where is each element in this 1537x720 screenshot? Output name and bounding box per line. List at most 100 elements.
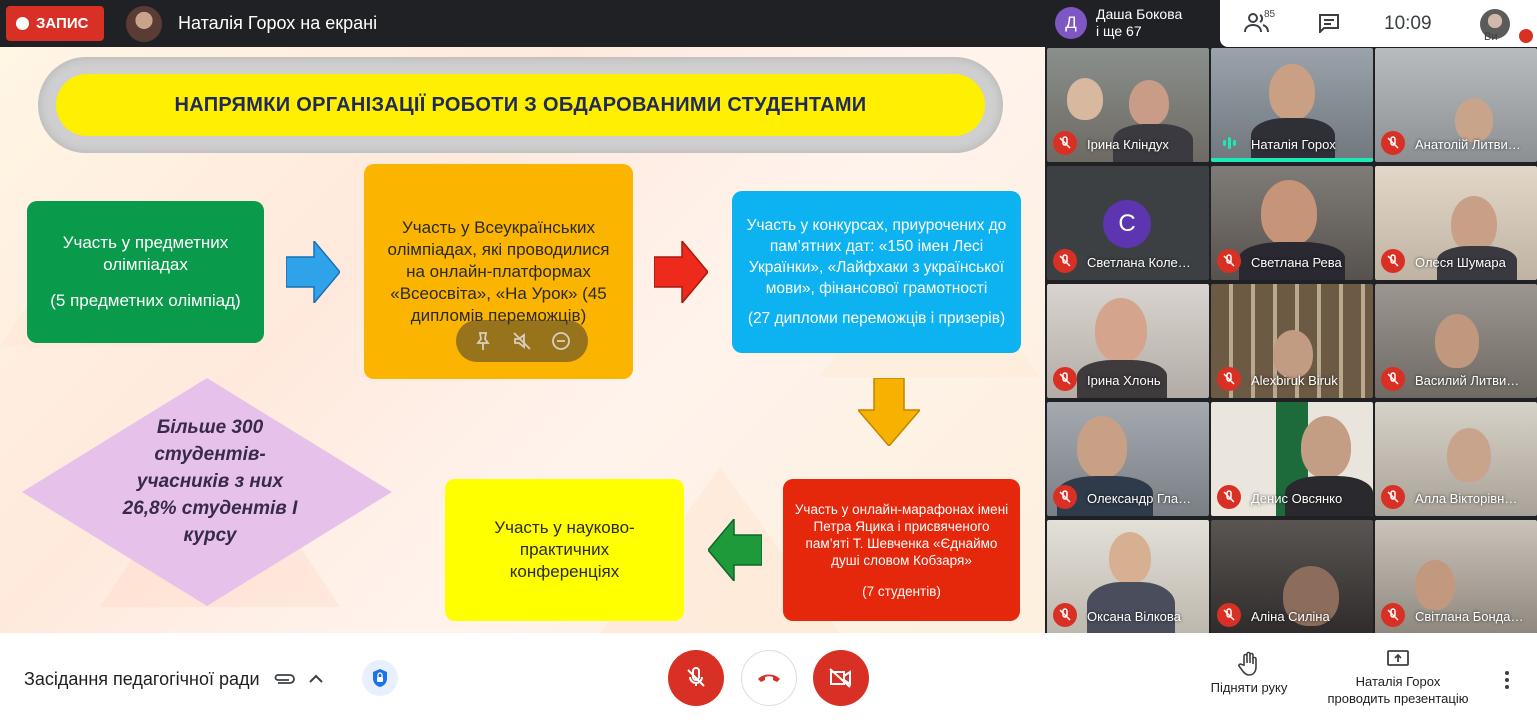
mic-off-icon bbox=[1053, 485, 1077, 509]
participant-name: Василий Литви… bbox=[1415, 373, 1520, 388]
participant-tile[interactable]: Денис Овсянко bbox=[1211, 402, 1373, 516]
chat-icon[interactable] bbox=[1318, 13, 1340, 33]
leave-call-button[interactable] bbox=[741, 650, 797, 706]
participant-tile[interactable]: Світлана Бонда… bbox=[1375, 520, 1537, 634]
mic-toggle-button[interactable] bbox=[668, 650, 724, 706]
clock: 10:09 bbox=[1384, 13, 1432, 34]
recording-label: ЗАПИС bbox=[36, 15, 89, 32]
mic-off-icon bbox=[1381, 485, 1405, 509]
mic-off-icon bbox=[1217, 367, 1241, 391]
mute-icon[interactable] bbox=[511, 330, 533, 352]
participant-name: Светлана Коле… bbox=[1087, 255, 1191, 270]
participant-tile[interactable]: Светлана Рева bbox=[1211, 166, 1373, 280]
hang-up-icon bbox=[758, 674, 780, 682]
arrow-left-green-icon bbox=[708, 519, 762, 581]
participant-name: Ірина Хлонь bbox=[1087, 373, 1161, 388]
raise-hand-button[interactable]: Підняти руку bbox=[1202, 651, 1296, 695]
participant-name: Алла Вікторівн… bbox=[1415, 491, 1518, 506]
marathon-count: (7 студентів) bbox=[862, 583, 941, 599]
title-banner: НАПРЯМКИ ОРГАНІЗАЦІЇ РОБОТИ З ОБДАРОВАНИ… bbox=[38, 57, 1003, 153]
participant-tile[interactable]: Аліна Силіна bbox=[1211, 520, 1373, 634]
mic-off-icon bbox=[1053, 367, 1077, 391]
mic-off-icon bbox=[1217, 249, 1241, 273]
participant-tile[interactable]: Олександр Гла… bbox=[1047, 402, 1209, 516]
participant-tile[interactable]: Олеся Шумара bbox=[1375, 166, 1537, 280]
participant-name: Наталія Горох bbox=[1251, 137, 1336, 152]
arrow-right-blue-icon bbox=[286, 241, 340, 303]
participant-name: Олександр Гла… bbox=[1087, 491, 1192, 506]
participant-name: Денис Овсянко bbox=[1251, 491, 1343, 506]
chevron-up-icon[interactable] bbox=[306, 669, 326, 689]
participant-grid: Ірина Кліндух Наталія Горох Анатолій Лит… bbox=[1045, 47, 1537, 634]
self-avatar[interactable] bbox=[1480, 9, 1510, 39]
participant-name: Світлана Бонда… bbox=[1415, 609, 1524, 624]
participant-summary-text: Даша Бокова і ще 67 bbox=[1096, 6, 1182, 40]
marathon-text: Участь у онлайн-марафонах імені Петра Яц… bbox=[794, 501, 1009, 568]
participant-name: Олеся Шумара bbox=[1415, 255, 1506, 270]
meeting-name[interactable]: Засідання педагогічної ради bbox=[24, 669, 260, 689]
conference-text: Участь у науково-практичних конференціях bbox=[494, 518, 635, 581]
contest-count: (27 дипломи переможців і призерів) bbox=[747, 310, 1006, 327]
participant-name: Анатолій Литви… bbox=[1415, 137, 1521, 152]
presentation-slide: НАПРЯМКИ ОРГАНІЗАЦІЇ РОБОТИ З ОБДАРОВАНИ… bbox=[0, 47, 1045, 633]
conference-box: Участь у науково-практичних конференціях bbox=[445, 479, 684, 621]
participant-tile[interactable]: Оксана Вілкова bbox=[1047, 520, 1209, 634]
slide-title: НАПРЯМКИ ОРГАНІЗАЦІЇ РОБОТИ З ОБДАРОВАНИ… bbox=[56, 74, 985, 136]
mic-off-icon bbox=[1053, 131, 1077, 155]
mic-off-icon bbox=[1519, 29, 1533, 43]
host-controls-button[interactable] bbox=[362, 660, 398, 696]
present-screen-icon bbox=[1387, 650, 1409, 666]
presenting-label: проводить презентацію bbox=[1327, 691, 1469, 706]
arrow-right-red-icon bbox=[654, 241, 708, 303]
participant-tile[interactable]: Ірина Хлонь bbox=[1047, 284, 1209, 398]
participant-name: Оксана Вілкова bbox=[1087, 609, 1181, 624]
participant-avatar: Д bbox=[1055, 7, 1087, 39]
presentation-status-button[interactable]: Наталія Горох проводить презентацію bbox=[1316, 649, 1480, 707]
olympiad-box: Участь у предметних олімпіадах (5 предме… bbox=[27, 201, 264, 343]
attachment-icon[interactable] bbox=[272, 670, 296, 688]
mic-off-icon bbox=[1381, 131, 1405, 155]
mic-off-icon bbox=[1217, 485, 1241, 509]
recording-badge[interactable]: ЗАПИС bbox=[6, 6, 104, 41]
active-speaker-bar bbox=[1211, 158, 1373, 162]
pin-icon[interactable] bbox=[472, 330, 494, 352]
mic-off-icon bbox=[1053, 603, 1077, 627]
contest-box: Участь у конкурсах, приурочених до пам’я… bbox=[732, 191, 1021, 353]
mic-off-icon bbox=[1053, 249, 1077, 273]
national-olympiad-text: Участь у Всеукраїнських олімпіадах, які … bbox=[387, 217, 610, 325]
camera-toggle-button[interactable] bbox=[813, 650, 869, 706]
self-label: Ви bbox=[1484, 31, 1498, 43]
remove-icon[interactable] bbox=[550, 330, 572, 352]
participant-tile[interactable]: Анатолій Литви… bbox=[1375, 48, 1537, 162]
participant-name: Аліна Силіна bbox=[1251, 609, 1330, 624]
mic-off-icon bbox=[1381, 367, 1405, 391]
participant-tile[interactable]: Alexbiruk Biruk bbox=[1211, 284, 1373, 398]
mic-off-icon bbox=[1381, 249, 1405, 273]
shield-lock-icon bbox=[373, 669, 387, 687]
bottom-bar: Засідання педагогічної ради bbox=[0, 633, 1537, 720]
participant-avatar: С bbox=[1103, 200, 1151, 248]
olympiad-text: Участь у предметних олімпіадах bbox=[62, 233, 229, 274]
top-bar: ЗАПИС Наталія Горох на екрані bbox=[0, 0, 1045, 47]
participant-name: Даша Бокова bbox=[1096, 6, 1183, 22]
record-icon bbox=[16, 17, 29, 30]
mic-off-icon bbox=[1217, 603, 1241, 627]
speaking-icon bbox=[1223, 137, 1236, 149]
participant-tile[interactable]: Алла Вікторівн… bbox=[1375, 402, 1537, 516]
participant-tile[interactable]: Василий Литви… bbox=[1375, 284, 1537, 398]
contest-text: Участь у конкурсах, приурочених до пам’я… bbox=[746, 217, 1007, 297]
arrow-down-orange-icon bbox=[858, 378, 920, 446]
participant-more: і ще 67 bbox=[1096, 23, 1142, 39]
participant-tile[interactable]: С Светлана Коле… bbox=[1047, 166, 1209, 280]
participant-tile[interactable]: Ірина Кліндух bbox=[1047, 48, 1209, 162]
students-summary: Більше 300 студентів-учасників з них 26,… bbox=[122, 417, 298, 546]
participant-name: Светлана Рева bbox=[1251, 255, 1342, 270]
people-icon[interactable] bbox=[1244, 12, 1272, 34]
olympiad-count: (5 предметних олімпіад) bbox=[50, 291, 241, 310]
marathon-box: Участь у онлайн-марафонах імені Петра Яц… bbox=[783, 479, 1020, 621]
presenter-title: Наталія Горох на екрані bbox=[178, 13, 378, 33]
more-options-icon[interactable] bbox=[1500, 669, 1514, 691]
presenter-controls[interactable] bbox=[456, 320, 588, 362]
participant-tile-active[interactable]: Наталія Горох bbox=[1211, 48, 1373, 162]
